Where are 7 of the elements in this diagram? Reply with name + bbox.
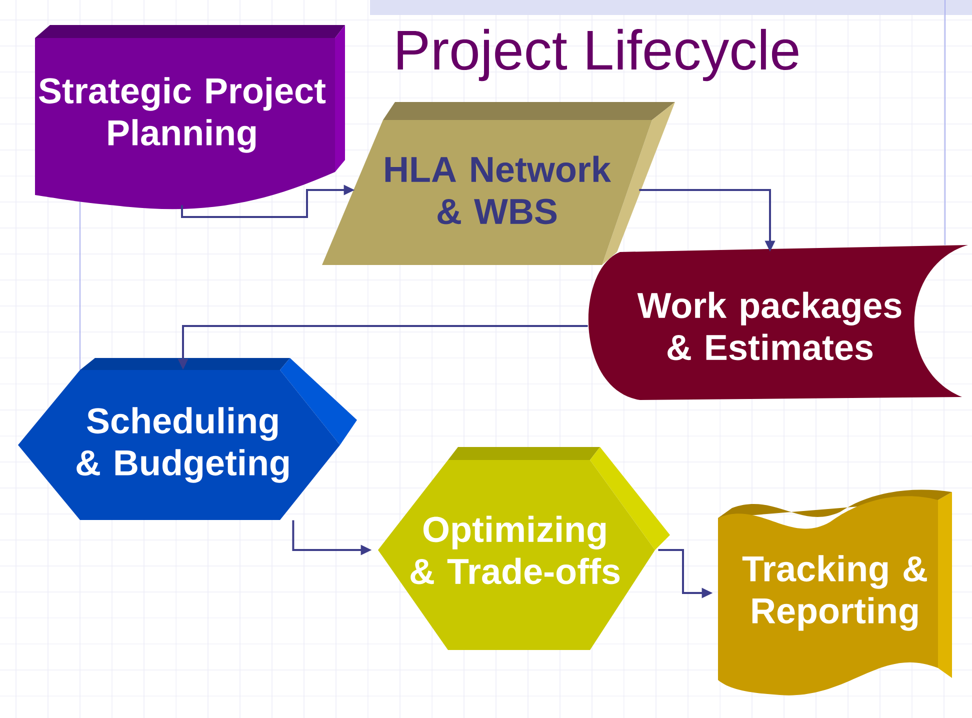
wavy-banner-box: Tracking & Reporting	[718, 490, 952, 696]
hexagon-box: Scheduling & Budgeting	[18, 358, 357, 520]
parallelogram-box: HLA Network & WBS	[322, 102, 675, 265]
title: Project Lifecycle	[398, 28, 798, 82]
hexagon-box: Optimizing & Trade-offs	[378, 447, 670, 650]
document-box: Strategic Project Planning	[35, 25, 345, 210]
tape-box: Work packages & Estimates	[588, 245, 968, 400]
